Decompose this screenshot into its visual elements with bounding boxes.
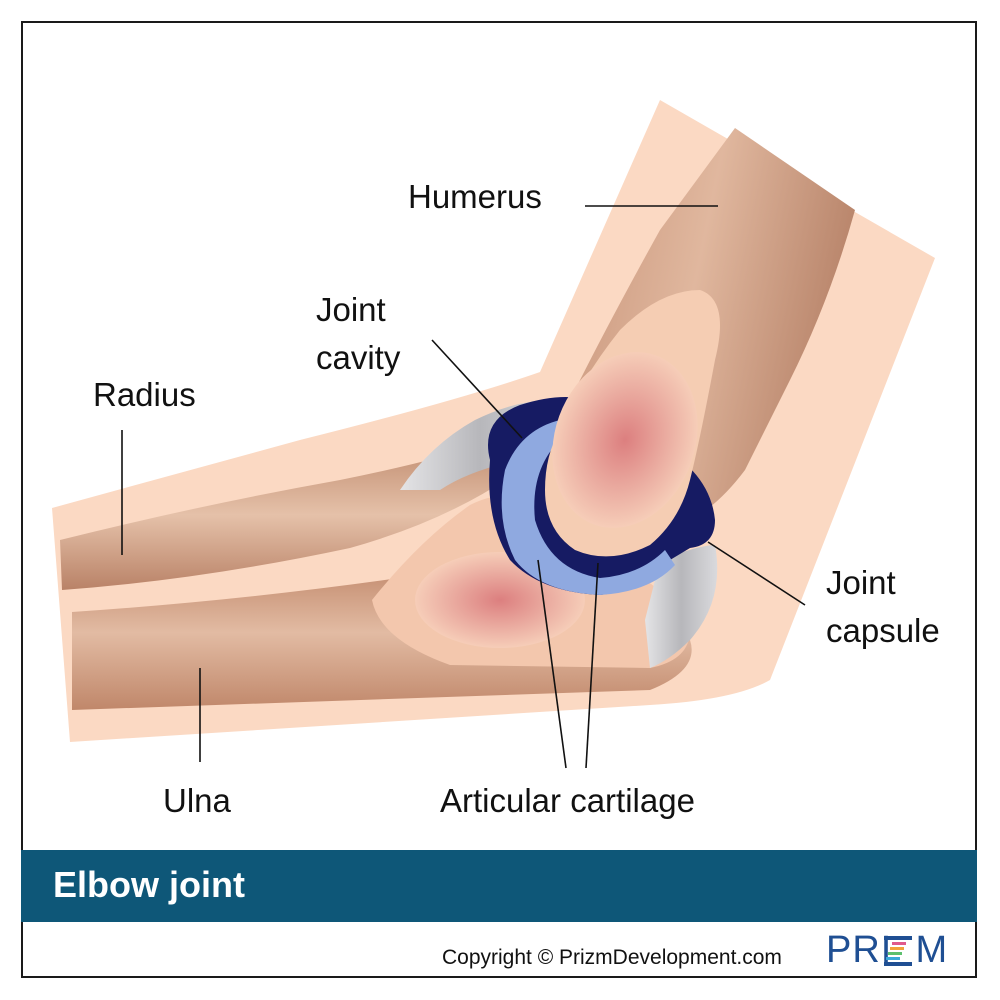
label-joint-capsule-line1: Joint [826, 564, 896, 601]
joint-capsule-lower [645, 545, 718, 668]
diagram-title: Elbow joint [53, 864, 245, 905]
joint-cavity-pointer [431, 339, 523, 439]
prism-stripes-icon [884, 936, 912, 966]
radius-bone [60, 440, 520, 590]
label-ulna: Ulna [163, 782, 231, 819]
prizm-logo: PRI M [826, 928, 950, 972]
label-joint-capsule-line2: capsule [826, 612, 940, 649]
label-joint-cavity-line2: cavity [316, 339, 401, 376]
title-bar: Elbow joint [21, 850, 977, 922]
label-radius: Radius [93, 376, 196, 413]
articular-cartilage [501, 420, 675, 595]
label-articular-cartilage: Articular cartilage [440, 782, 695, 819]
joint-capsule-pointer [707, 541, 806, 606]
humerus-marrow [552, 352, 698, 528]
label-humerus: Humerus [408, 178, 542, 215]
label-joint-cavity-line1: Joint [316, 291, 386, 328]
copyright-notice: Copyright © PrizmDevelopment.com [442, 946, 782, 969]
cartilage-pointer-left [537, 559, 567, 769]
cartilage-pointer-right [585, 562, 599, 769]
